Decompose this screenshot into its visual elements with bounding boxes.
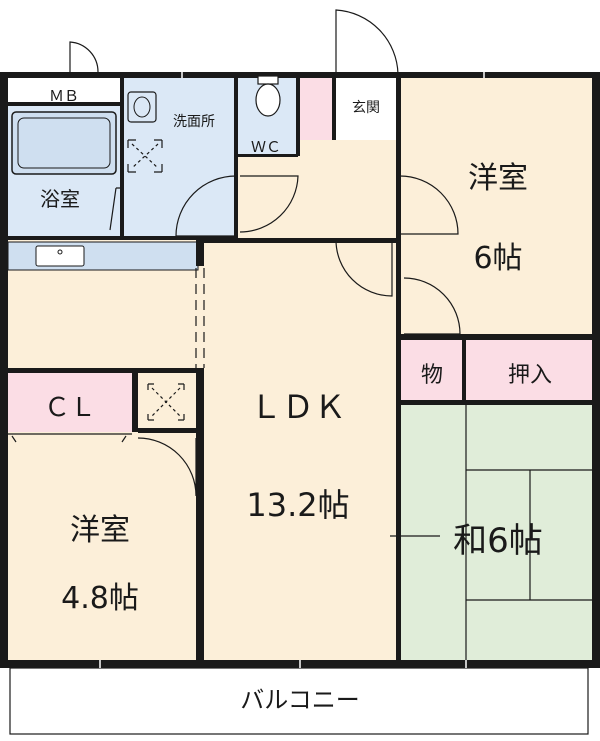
- wall-right: [592, 72, 600, 666]
- floor-washitsu: [400, 404, 592, 662]
- label-storage: 物: [421, 363, 443, 388]
- door-ldk: [335, 239, 393, 297]
- kitchen-sink: [35, 245, 85, 267]
- balcony-area: [9, 667, 589, 735]
- door-washroom: [175, 175, 237, 237]
- wall-closet-divider: [132, 368, 138, 432]
- label-ldk: ＬＤＫ: [250, 388, 346, 426]
- wall-storage-right: [462, 338, 466, 404]
- floor-oshiire: [466, 340, 592, 402]
- label-western-room-1: 洋室: [468, 161, 528, 196]
- wall-top: [0, 72, 600, 78]
- label-ldk-size: 13.2帖: [246, 486, 349, 524]
- door-mb: [69, 41, 99, 76]
- wall-wash-right: [234, 76, 238, 240]
- washbasin: [127, 91, 157, 123]
- closet-hanger-icon: [147, 383, 185, 421]
- wall-closet-top: [8, 368, 204, 373]
- door-bath: [109, 187, 124, 231]
- floor-western-room-2: [8, 432, 198, 662]
- label-western-room-2-size: 4.8帖: [61, 581, 139, 616]
- label-washroom: 洗面所: [173, 114, 215, 130]
- label-oshiire: 押入: [508, 363, 552, 388]
- wall-ldk-left-lower: [196, 370, 204, 666]
- wall-room1-left: [396, 76, 401, 666]
- wall-ldk-left: [196, 240, 204, 266]
- door-storage: [403, 277, 461, 335]
- floor-western-room-1: [400, 76, 592, 336]
- floor-entrance-step: [336, 76, 398, 140]
- label-bath: 浴室: [40, 187, 80, 211]
- closet-door-marks: [11, 435, 127, 443]
- wall-wc-right: [296, 76, 300, 156]
- wall-entrance-right: [332, 76, 336, 140]
- washbasin-bowl: [133, 96, 151, 118]
- label-western-room-2: 洋室: [70, 513, 130, 548]
- label-washitsu: 和6帖: [453, 521, 543, 561]
- label-wc: ＷＣ: [251, 138, 281, 156]
- kitchen-sink-drain: [57, 249, 63, 255]
- door-room1: [399, 175, 459, 235]
- floor-closet-small: [138, 372, 196, 432]
- label-closet: ＣＬ: [44, 393, 96, 423]
- bathtub-inner: [17, 117, 111, 169]
- wall-left: [0, 72, 8, 666]
- label-entrance: 玄関: [352, 99, 380, 116]
- window-ticks: [99, 72, 485, 668]
- wall-ldk-top: [196, 238, 400, 243]
- floor-closet: [8, 372, 134, 432]
- toilet-icon: [255, 75, 281, 117]
- wall-oshiire-bottom: [400, 400, 592, 405]
- wall-closet-bottom: [138, 428, 200, 433]
- wall-bath-right: [120, 76, 124, 238]
- floor-entrance: [300, 76, 336, 140]
- wall-room1-bottom: [400, 334, 592, 340]
- wall-wet-bottom: [8, 236, 236, 240]
- wall-wc-bottom: [236, 154, 298, 157]
- floor-mb: [8, 76, 124, 104]
- washer-space-icon: [127, 139, 163, 173]
- label-balcony: バルコニー: [240, 686, 360, 714]
- label-mb: ＭＢ: [49, 87, 79, 105]
- wall-mb-bottom: [8, 102, 124, 106]
- label-western-room-1-size: 6帖: [473, 241, 522, 276]
- door-wc: [239, 175, 299, 233]
- door-room2: [137, 437, 197, 497]
- door-entrance: [335, 9, 399, 76]
- floor-storage: [400, 340, 464, 402]
- tatami-lines: [465, 404, 592, 662]
